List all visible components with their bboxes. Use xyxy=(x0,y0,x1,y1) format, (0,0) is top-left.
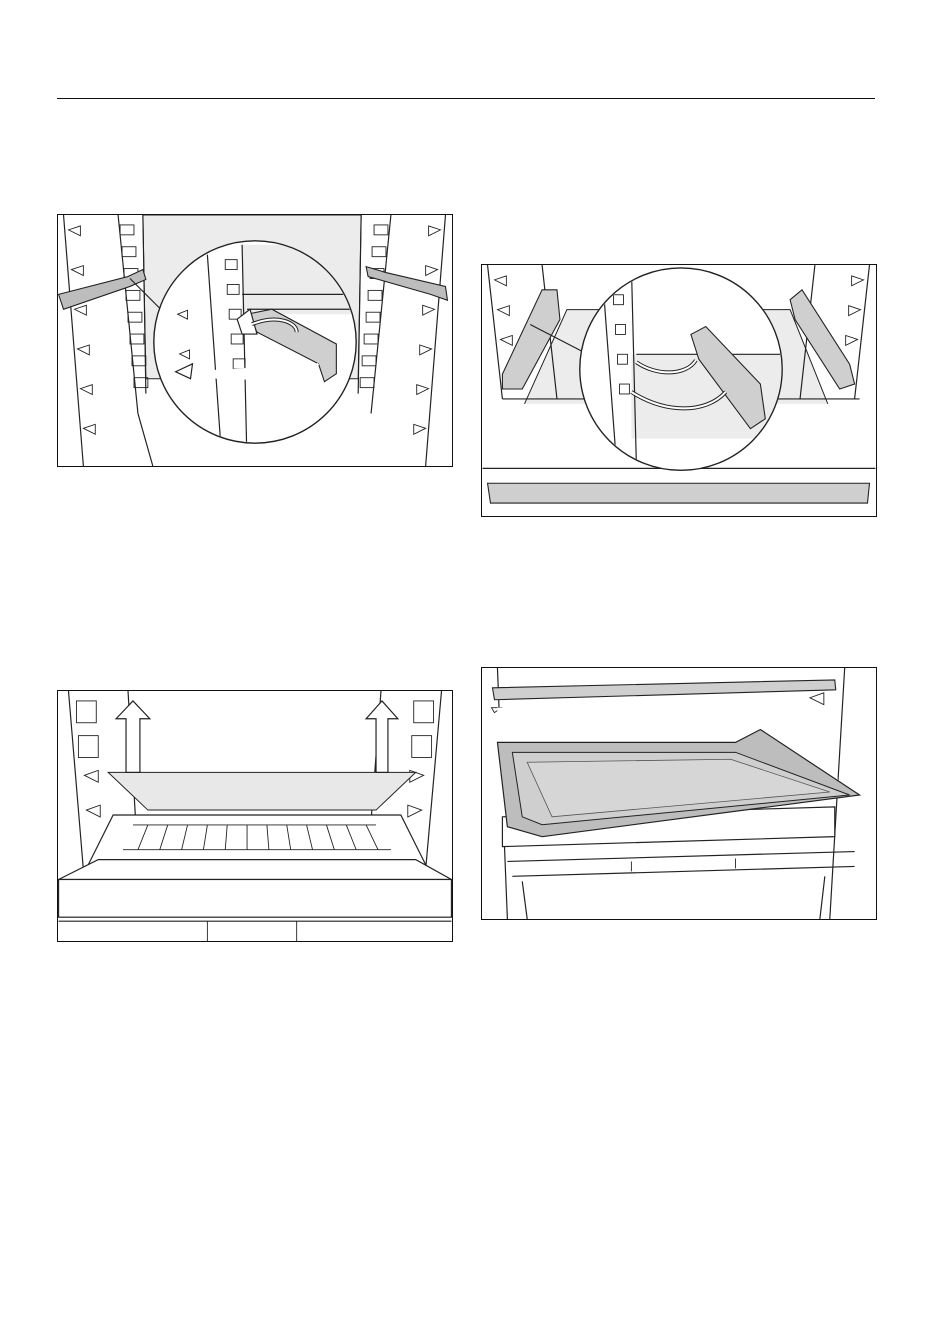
fit-shelf-support-illustration xyxy=(481,264,877,517)
fit-shelf-support-icon xyxy=(482,265,876,516)
remove-side-rail-illustration xyxy=(57,214,453,467)
remove-side-rail-icon xyxy=(58,215,452,466)
lift-out-shelf-icon xyxy=(58,691,452,941)
header-rule xyxy=(57,98,875,99)
lift-out-shelf-illustration xyxy=(57,690,453,942)
insert-tray-icon xyxy=(482,668,876,919)
insert-tray-illustration xyxy=(481,667,877,920)
